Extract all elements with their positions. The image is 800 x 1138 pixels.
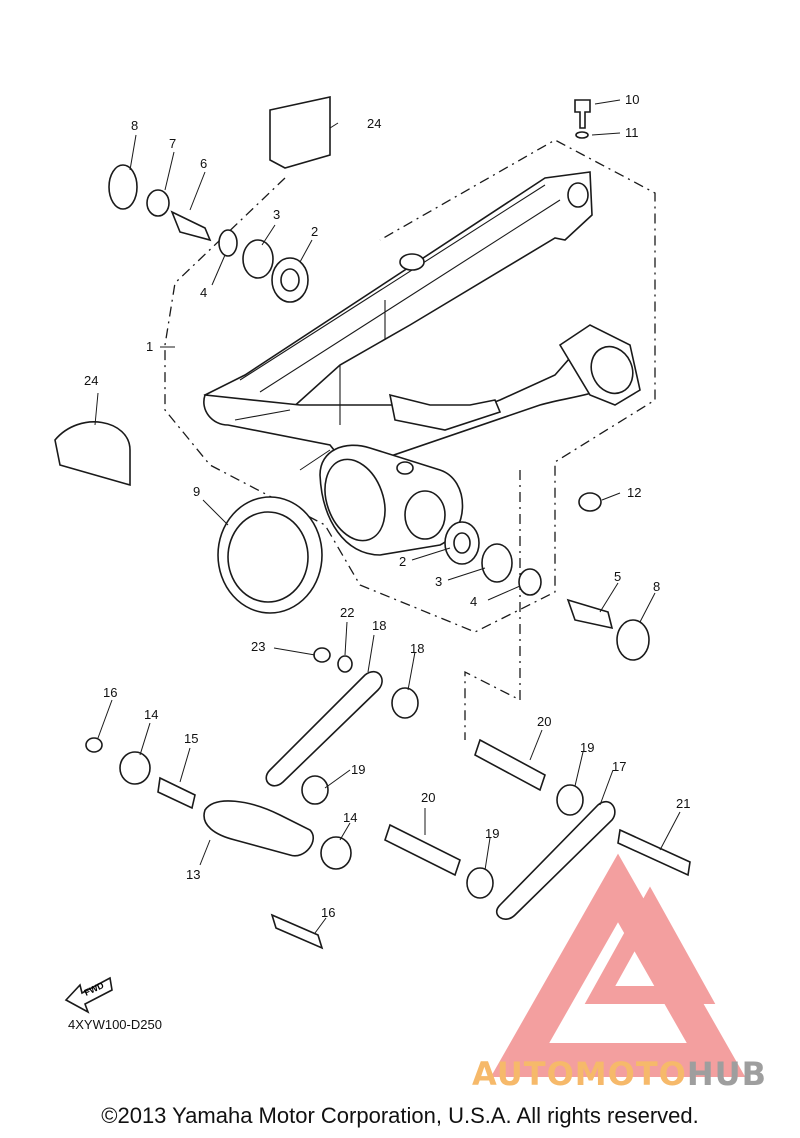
part-14-bush-left [119, 751, 151, 785]
callout-20-lower: 20 [421, 790, 435, 805]
callout-17: 16 [103, 685, 117, 700]
callout-7: 7 [169, 136, 176, 151]
callout-1: 1 [146, 339, 153, 354]
watermark-text-gray: HUB [686, 1055, 768, 1093]
part-22-nut [313, 647, 331, 663]
callout-9: 9 [193, 484, 200, 499]
callout-16: 16 [321, 905, 335, 920]
callout-20-upper: 20 [537, 714, 551, 729]
callout-labels: 8 7 6 3 2 4 1 24 24 9 10 11 12 2 3 4 5 8… [84, 92, 690, 920]
callout-15: 15 [184, 731, 198, 746]
callout-24-upper: 24 [367, 116, 381, 131]
callout-18-lower: 17 [612, 759, 626, 774]
part-20-collar-lower [384, 823, 461, 877]
part-3-seal-upper [242, 239, 274, 279]
part-17-nut [85, 737, 103, 753]
copyright-notice: ©2013 Yamaha Motor Corporation, U.S.A. A… [101, 1103, 699, 1128]
upper-pivot-parts [108, 164, 309, 303]
callout-4-upper: 4 [200, 285, 207, 300]
part-19-bush-d [466, 867, 494, 899]
part-9-ring [217, 496, 323, 614]
part-24-upper-pad [269, 96, 331, 169]
callout-2-upper: 2 [311, 224, 318, 239]
callout-5: 5 [614, 569, 621, 584]
part-11-washer [575, 131, 589, 139]
linkage-parts [85, 647, 691, 950]
callout-24-lower: 24 [84, 373, 98, 388]
callout-8-lower: 8 [653, 579, 660, 594]
part-15-collar [157, 776, 196, 810]
watermark-logo [490, 853, 746, 1077]
part-19-bush-b [301, 775, 329, 805]
part-16-bolt [270, 913, 324, 950]
part-13-relay-arm [203, 800, 314, 857]
part-18-rod-upper [265, 670, 383, 787]
part-6-shaft [170, 210, 212, 242]
part-19-bush-a [391, 687, 419, 719]
part-5-pivot-bolt [566, 598, 614, 630]
part-12-plug [578, 492, 602, 512]
part-20-collar-upper [474, 738, 546, 792]
callout-19-c: 19 [580, 740, 594, 755]
leader-lines [94, 99, 681, 934]
part-7-nut [146, 189, 170, 217]
callout-14-left: 14 [144, 707, 158, 722]
callout-14-right: 14 [343, 810, 357, 825]
top-fasteners [574, 99, 591, 139]
callout-3-lower: 3 [435, 574, 442, 589]
callout-12: 12 [627, 485, 641, 500]
lower-pivot-parts [444, 492, 650, 661]
callout-23: 22 [340, 605, 354, 620]
callout-19-a: 18 [410, 641, 424, 656]
assembly-boundary-outline [164, 139, 656, 633]
watermark-text-orange: AUTOMOTO [472, 1055, 687, 1093]
part-21-bolt [617, 828, 691, 877]
callout-19-b: 19 [351, 762, 365, 777]
part-8-cap-lower [616, 619, 650, 661]
callout-21: 21 [676, 796, 690, 811]
part-8-cap-upper [108, 164, 138, 210]
callout-13: 13 [186, 867, 200, 882]
part-3-seal-lower [481, 543, 513, 583]
part-24-lower-pad [54, 421, 131, 487]
callout-22: 23 [251, 639, 265, 654]
swingarm [203, 171, 641, 556]
part-4-collar-lower [518, 568, 542, 596]
part-4-collar-upper [218, 229, 238, 257]
part-10-bolt [574, 99, 591, 129]
callout-6: 6 [200, 156, 207, 171]
part-23-washer [337, 655, 353, 673]
watermark-wordmark: AUTOMOTOHUB [472, 1055, 767, 1093]
callout-3-upper: 3 [273, 207, 280, 222]
part-18-rod-lower [495, 800, 616, 920]
part-14-bush-right [320, 836, 352, 870]
part-19-bush-c [556, 784, 584, 816]
callout-4-lower: 4 [470, 594, 477, 609]
callout-2-lower: 2 [399, 554, 406, 569]
callout-11: 11 [625, 125, 639, 140]
fwd-arrow-icon: FWD [64, 976, 113, 1014]
callout-8-upper: 8 [131, 118, 138, 133]
callout-10: 10 [625, 92, 639, 107]
callout-18-upper: 18 [372, 618, 386, 633]
callout-19-d: 19 [485, 826, 499, 841]
drawing-code: 4XYW100-D250 [68, 1017, 162, 1032]
